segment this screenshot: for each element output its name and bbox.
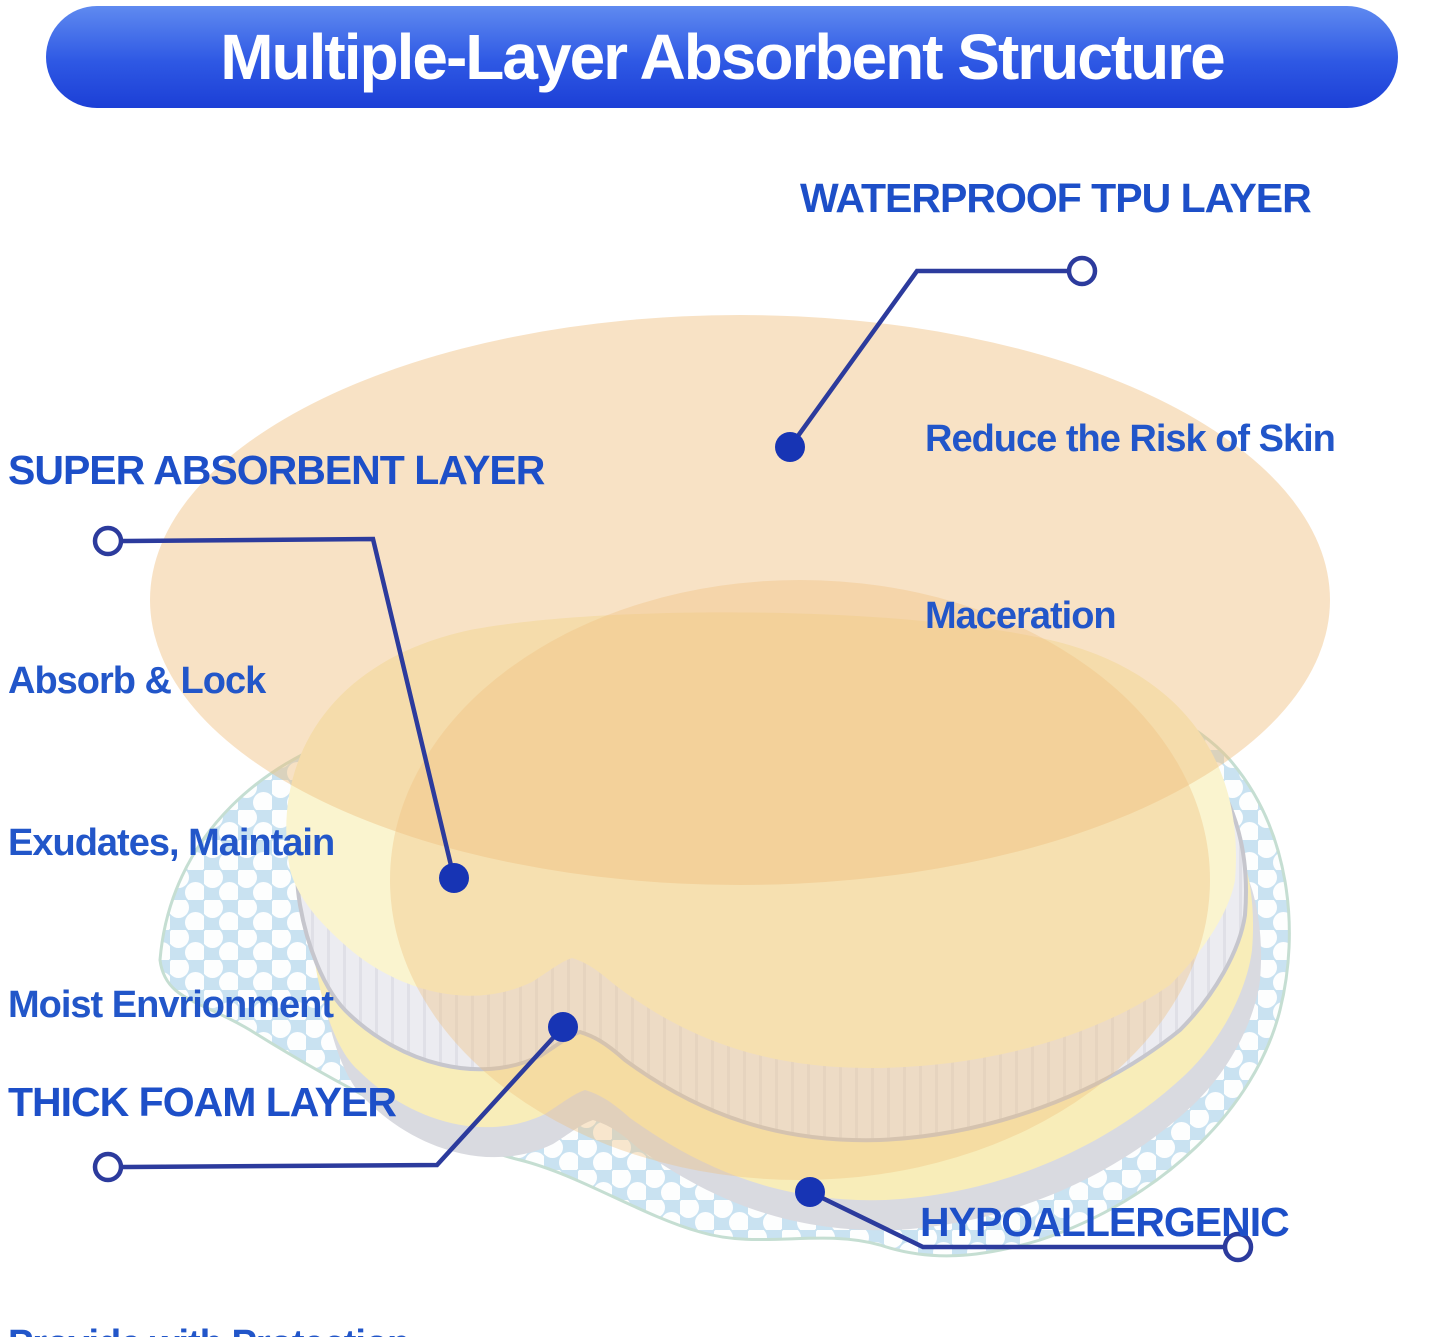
callout-silicone-desc: Painfree Removal & Gentle Adhesive Dress…	[905, 1235, 1375, 1337]
leader-line-waterproof	[788, 268, 1068, 449]
callout-absorbent-desc-line2: Exudates, Maintain	[8, 822, 335, 864]
leader-absorbent	[92, 525, 469, 893]
title-banner: Multiple-Layer Absorbent Structure	[46, 6, 1398, 108]
leader-line-absorbent	[121, 536, 457, 879]
callout-waterproof-heading: WATERPROOF TPU LAYER	[800, 175, 1312, 221]
callout-foam-desc-line1: Provide with Protection	[8, 1316, 410, 1337]
callout-absorbent-desc-line3: Moist Envrionment	[8, 984, 334, 1026]
callout-absorbent-heading: SUPER ABSORBENT LAYER	[8, 447, 545, 493]
anchor-ring-waterproof	[1066, 255, 1098, 287]
callout-foam-desc: Provide with Protection & Cushioning	[8, 1202, 410, 1337]
leader-line-silicone	[809, 1189, 1224, 1250]
callout-waterproof-desc-line1: Reduce the Risk of Skin	[925, 418, 1336, 460]
leader-line-foam	[121, 1025, 565, 1170]
top-absorbent-layer	[286, 612, 1237, 1068]
anchor-dot-waterproof	[775, 432, 805, 462]
page-title: Multiple-Layer Absorbent Structure	[220, 21, 1226, 93]
anchor-ring-absorbent	[92, 525, 124, 557]
callout-absorbent-desc: Absorb & Lock Exudates, Maintain Moist E…	[8, 546, 335, 1140]
callout-silicone-heading: HYPOALLERGENIC SILICONE ADHESION	[920, 1072, 1323, 1337]
callout-silicone-heading-line1: HYPOALLERGENIC	[920, 1199, 1290, 1245]
callout-waterproof-desc-line2: Maceration	[925, 595, 1117, 637]
leader-waterproof	[775, 255, 1098, 462]
callout-absorbent-desc-line1: Absorb & Lock	[8, 660, 266, 702]
leader-foam	[92, 1012, 578, 1183]
tpu-film-outer	[150, 315, 1330, 885]
anchor-ring-foam	[92, 1151, 124, 1183]
callout-waterproof-desc: Reduce the Risk of Skin Maceration	[925, 292, 1336, 764]
callout-foam-heading: THICK FOAM LAYER	[8, 1079, 397, 1125]
anchor-dot-absorbent	[439, 863, 469, 893]
anchor-ring-silicone	[1222, 1231, 1254, 1263]
anchor-dot-foam	[548, 1012, 578, 1042]
anchor-dot-silicone	[795, 1177, 825, 1207]
leader-silicone	[795, 1177, 1254, 1263]
tpu-film-inner	[390, 580, 1210, 1180]
